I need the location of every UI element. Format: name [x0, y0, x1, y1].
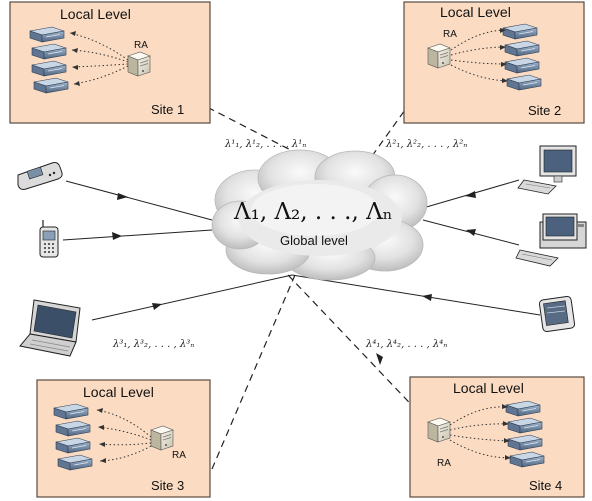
laptop-icon	[19, 299, 81, 357]
tablet-icon	[538, 295, 576, 333]
device-links	[62, 179, 541, 321]
desktop-computer-icon	[515, 213, 587, 267]
site-3-ra-label: RA	[172, 450, 186, 461]
ra-server-links-3	[96, 408, 152, 463]
ra-icon	[150, 425, 174, 451]
ra-icon	[427, 417, 451, 443]
site-4-title: Local Level	[453, 380, 524, 396]
ra-server-links-4	[449, 404, 512, 460]
site-1-label: Site 1	[151, 102, 184, 117]
mobile-phone-icon	[17, 162, 63, 190]
global-formula: Λ₁, Λ₂, . . ., Λₙ	[233, 199, 393, 225]
ra-icon	[127, 51, 151, 77]
site-1-lambdas: λ¹₁, λ¹₂, . . . , λ¹ₙ	[224, 139, 306, 150]
site-2-title: Local Level	[440, 4, 511, 20]
site-1-ra-label: RA	[134, 40, 148, 51]
site-4: Local Level RA Site 4	[409, 376, 585, 498]
site-2: Local Level RA Site 2	[403, 1, 585, 124]
link-global-site1	[204, 105, 316, 166]
site-4-label: Site 4	[529, 478, 562, 493]
global-cloud: Λ₁, Λ₂, . . ., Λₙ Global level	[211, 149, 428, 281]
desktop-computer-icon	[517, 145, 577, 195]
site-2-label: Site 2	[528, 103, 561, 118]
link-global-site3	[199, 274, 296, 498]
site-1-title: Local Level	[60, 6, 131, 22]
site-1: Local Level RA Site 1	[9, 1, 211, 124]
site-3: Local Level RA Site 3	[36, 379, 211, 498]
ra-server-links-1	[69, 31, 129, 86]
site-2-ra-label: RA	[443, 29, 457, 40]
ra-icon	[427, 43, 451, 69]
global-label: Global level	[280, 233, 348, 248]
site-3-title: Local Level	[83, 384, 154, 400]
site-3-label: Site 3	[151, 478, 184, 493]
site-2-lambdas: λ²₁, λ²₂, . . . , λ²ₙ	[385, 139, 467, 150]
cell-phone-icon	[39, 220, 59, 258]
site-4-lambdas: λ⁴₁, λ⁴₂, . . . , λ⁴ₙ	[365, 339, 447, 350]
site-4-ra-label: RA	[437, 458, 451, 469]
ra-server-links-2	[450, 28, 509, 83]
site-3-lambdas: λ³₁, λ³₂, . . . , λ³ₙ	[112, 339, 194, 350]
